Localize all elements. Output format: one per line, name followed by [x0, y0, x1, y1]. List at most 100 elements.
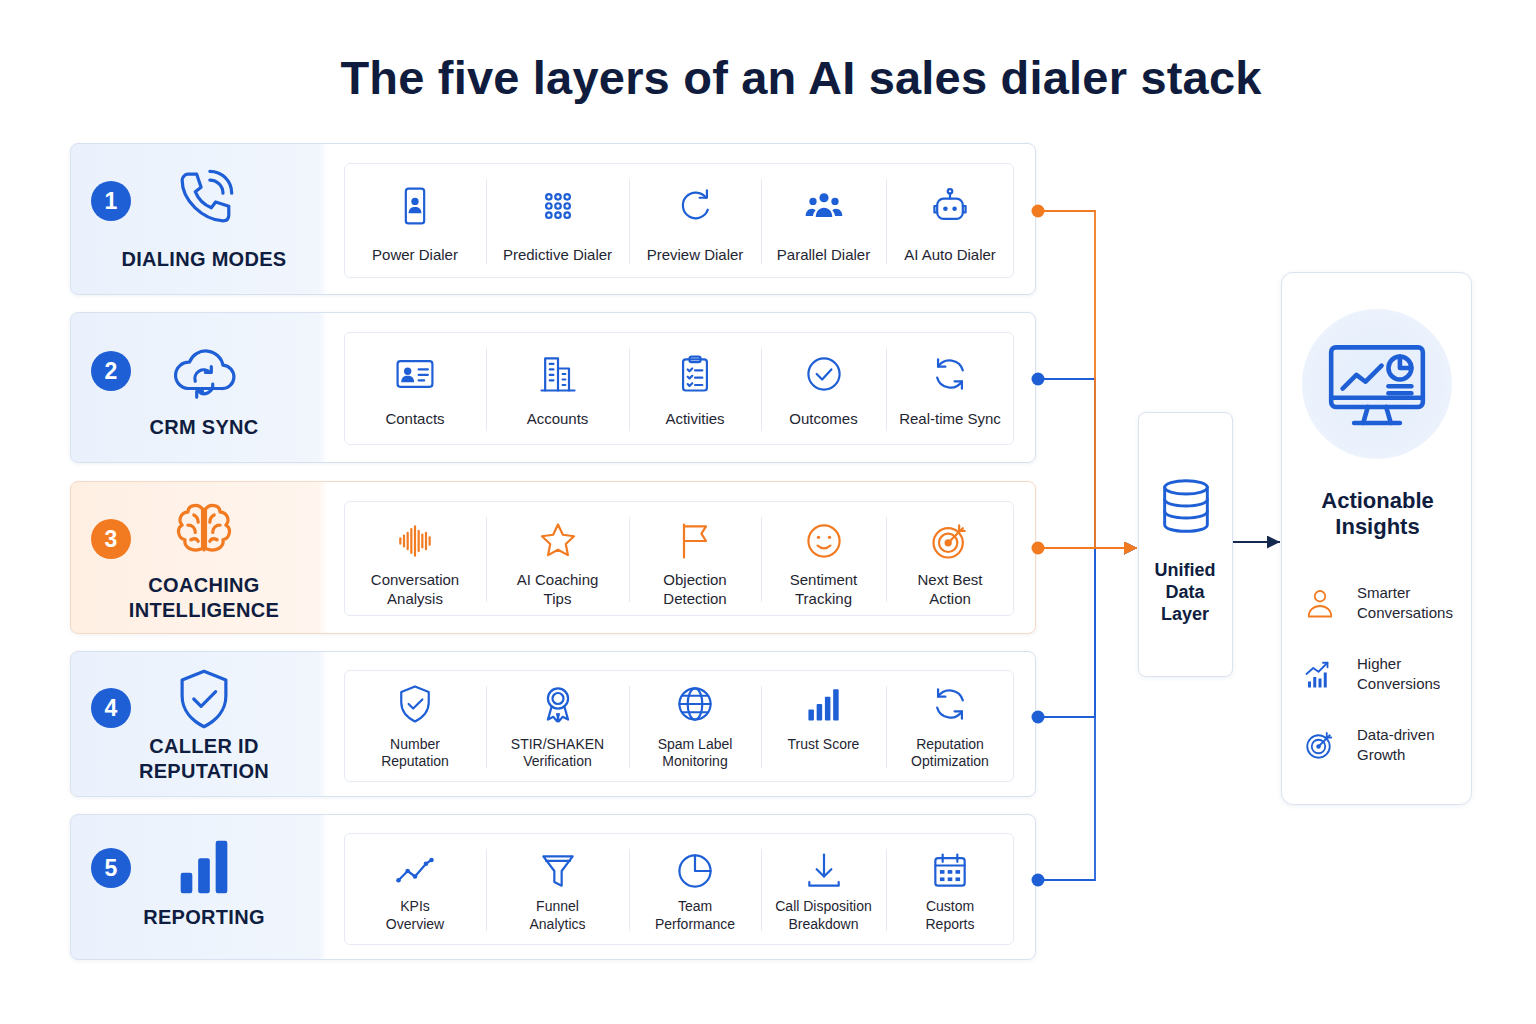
insights-heading: Actionable Insights — [1302, 488, 1453, 540]
feature-label: Sentiment Tracking — [774, 570, 874, 608]
icon-part — [562, 384, 565, 386]
icon-group — [684, 525, 706, 558]
icon-part — [410, 529, 412, 553]
icon-group — [1165, 481, 1208, 532]
icon-part — [948, 870, 953, 874]
pie-icon — [673, 849, 717, 893]
icon-part — [213, 525, 220, 532]
growth-icon — [1302, 656, 1338, 692]
icon-part — [398, 361, 433, 387]
connector — [1038, 548, 1137, 880]
icon-part — [409, 207, 422, 213]
icon-part — [937, 378, 962, 388]
icon-part — [679, 855, 710, 886]
connector-dot — [1032, 542, 1045, 555]
download-icon — [802, 849, 846, 893]
feature-label: AI Auto Dialer — [890, 246, 1010, 264]
feature-item: Parallel Dialer — [761, 163, 886, 278]
insight-item: Higher Conversions — [1297, 646, 1467, 702]
icon-part — [1309, 606, 1332, 617]
item-divider — [486, 849, 487, 931]
icon-part — [549, 368, 553, 370]
icon-part — [1165, 511, 1208, 518]
icon-part — [809, 198, 816, 205]
icon-part — [546, 860, 570, 862]
feature-label: Outcomes — [765, 410, 883, 428]
data-layer-box: Unified Data Layer — [1138, 412, 1233, 677]
icon-part — [955, 381, 962, 388]
item-divider — [629, 849, 630, 931]
icon-group — [808, 689, 838, 720]
icon-part — [216, 841, 228, 894]
icon-part — [832, 209, 842, 216]
item-divider — [886, 849, 887, 931]
icon-part — [419, 374, 428, 376]
icon-part — [690, 357, 701, 363]
item-divider — [886, 348, 887, 431]
layer-band: 2CRM SYNCContactsAccountsActivitiesOutco… — [70, 312, 1036, 463]
icon-part — [684, 526, 706, 541]
feature-item: Outcomes — [761, 332, 886, 445]
target-icon — [928, 519, 972, 563]
icon-part — [546, 212, 552, 218]
icon-group — [182, 671, 226, 726]
feature-label: Reputation Optimization — [895, 736, 1005, 770]
brain-icon — [169, 496, 239, 566]
shield-icon — [393, 682, 437, 726]
icon-part — [938, 360, 963, 370]
icon-part — [1307, 735, 1330, 758]
icon-group — [543, 856, 572, 885]
icon-part — [558, 369, 569, 391]
icon-part — [1388, 391, 1411, 396]
flag-icon — [673, 519, 717, 563]
smile-icon — [802, 519, 846, 563]
icon-part — [407, 533, 409, 550]
icon-part — [1319, 679, 1322, 688]
icon-group — [179, 506, 230, 550]
layer-band: 1DIALING MODESPower DialerPredictive Dia… — [70, 143, 1036, 295]
icon-part — [948, 877, 953, 881]
icon-part — [562, 378, 565, 380]
icon-part — [414, 526, 416, 555]
icon-part — [198, 858, 210, 893]
layer-number: 2 — [91, 351, 131, 391]
contacts-icon — [393, 352, 437, 396]
feature-item: Predictive Dialer — [486, 163, 629, 278]
icon-group — [683, 357, 707, 391]
icon-group — [400, 526, 429, 555]
icon-part — [188, 525, 195, 532]
feature-item: Team Performance — [629, 833, 761, 945]
item-divider — [629, 686, 630, 768]
icon-part — [938, 690, 963, 700]
icon-part — [182, 174, 229, 221]
icon-part — [405, 869, 410, 874]
preview-icon — [673, 184, 717, 228]
icon-part — [409, 699, 423, 708]
feature-item: Custom Reports — [886, 833, 1014, 945]
icon-part — [935, 858, 964, 886]
icon-part — [1331, 347, 1423, 407]
icon-group — [937, 359, 963, 388]
icon-part — [942, 855, 944, 862]
icon-part — [1308, 682, 1311, 688]
feature-label: Activities — [635, 410, 755, 428]
icon-part — [695, 384, 702, 386]
icon-part — [403, 536, 405, 547]
item-divider — [886, 517, 887, 602]
feature-label: AI Coaching Tips — [508, 570, 608, 608]
feature-label: KPIs Overview — [380, 897, 450, 933]
icon-part — [952, 206, 957, 211]
feature-label: Call Disposition Breakdown — [766, 897, 881, 933]
icon-part — [833, 689, 839, 720]
connector — [1038, 379, 1137, 548]
feature-label: Parallel Dialer — [765, 246, 883, 264]
icon-part — [555, 212, 561, 218]
layer-band: 5REPORTINGKPIs OverviewFunnel AnalyticsT… — [70, 814, 1036, 960]
icon-part — [1165, 499, 1208, 506]
insight-label: Data-driven Growth — [1357, 725, 1467, 765]
icon-part — [546, 203, 552, 209]
shield-icon — [169, 664, 239, 734]
icon-group — [683, 190, 708, 218]
icon-part — [401, 376, 414, 382]
feature-item: Funnel Analytics — [486, 833, 629, 945]
